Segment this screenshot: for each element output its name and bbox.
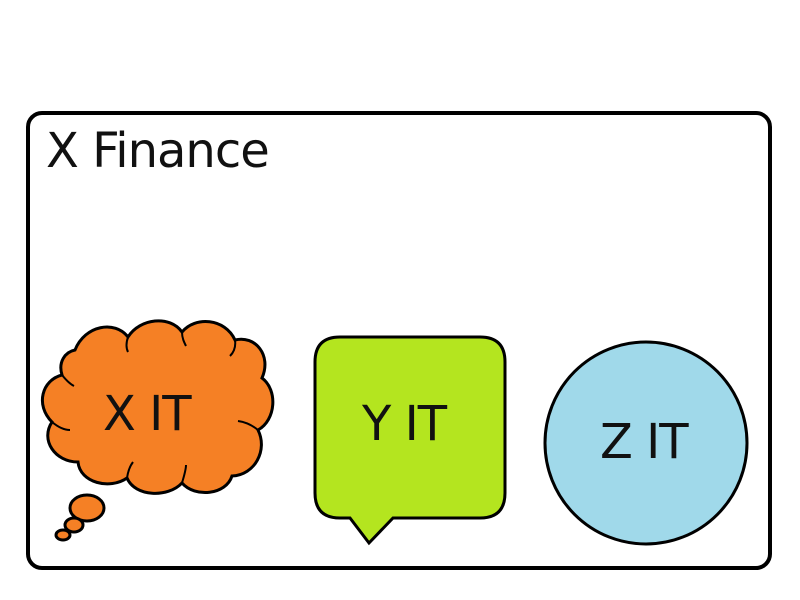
circle-label: Z IT — [600, 414, 689, 470]
thought-cloud-icon — [41, 319, 275, 542]
cloud-bubble-large — [68, 493, 106, 523]
cloud-bubble-small — [54, 528, 72, 542]
speech-bubble-icon — [313, 335, 507, 546]
cloud-label: X IT — [103, 386, 192, 442]
box-label: Y IT — [362, 396, 447, 452]
frame-title: X Finance — [46, 123, 270, 179]
cloud-bubble-medium — [63, 516, 85, 534]
cloud-inner-arcs — [51, 331, 259, 484]
circle-icon — [543, 340, 749, 546]
